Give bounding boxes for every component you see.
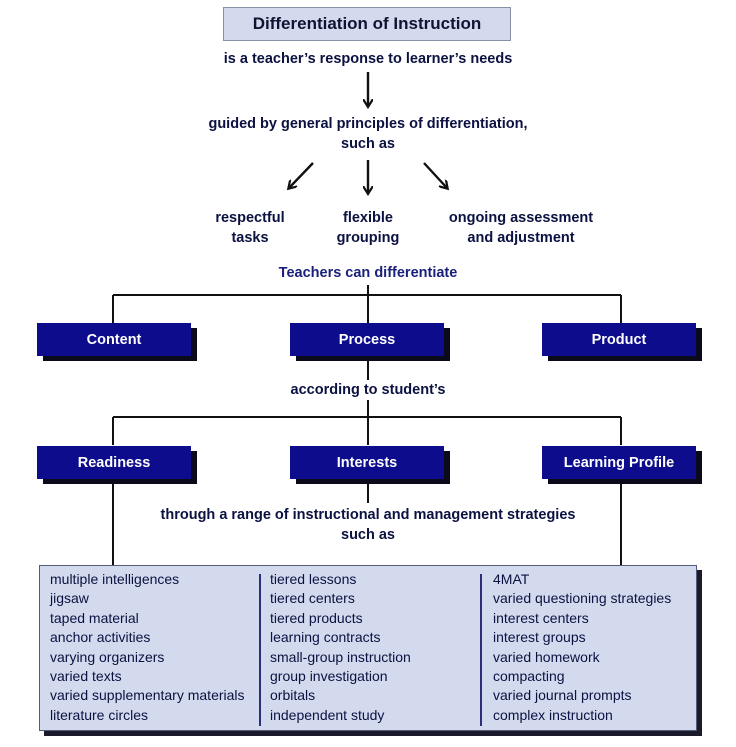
list-item: complex instruction [493,706,613,723]
differentiate-label: Teachers can differentiate [278,265,458,281]
principles-intro: guided by general principles of differen… [208,116,528,152]
list-item: group investigation [270,668,388,685]
list-item: small-group instruction [270,648,411,665]
list-item: tiered lessons [270,571,357,587]
box-process: Process [290,323,444,356]
list-item: varied homework [493,648,600,665]
box-interests: Interests [290,446,444,479]
list-item: varied journal prompts [493,687,632,704]
list-item: jigsaw [50,590,89,607]
list-item: varying organizers [50,648,165,665]
list-item: varied texts [50,668,122,685]
arrow-right [423,162,447,188]
list-item: compacting [493,668,565,685]
list-item: orbitals [270,687,316,704]
list-item: multiple intelligences [50,571,180,587]
list-item: interest centers [493,609,589,626]
according-label: according to student’s [268,380,468,400]
list-item: interest groups [493,629,586,646]
box-learning-profile: Learning Profile [542,446,696,479]
strategies-column-1: multiple intelligences jigsaw taped mate… [50,570,245,725]
box-product: Product [542,323,696,356]
list-item: learning contracts [270,629,381,646]
box-readiness: Readiness [37,446,191,479]
principle-flexible-grouping: flexible grouping [336,210,400,246]
strategies-intro: through a range of instructional and man… [120,505,616,545]
diagram-title: Differentiation of Instruction [223,7,511,41]
list-item: independent study [270,706,385,723]
list-item: taped material [50,609,139,626]
strategies-panel: multiple intelligences jigsaw taped mate… [39,565,697,731]
arrow-left [289,162,314,188]
list-item: literature circles [50,706,149,723]
list-item: anchor activities [50,629,151,646]
list-item: tiered centers [270,590,355,607]
principle-ongoing-assessment: ongoing assessment and adjustment [448,210,594,246]
list-item: tiered products [270,609,363,626]
strategies-column-3: 4MAT varied questioning strategies inter… [493,570,671,725]
definition-text: is a teacher’s response to learner’s nee… [223,51,513,67]
column-divider [480,574,482,726]
column-divider [259,574,261,726]
list-item: 4MAT [493,571,530,587]
strategies-column-2: tiered lessons tiered centers tiered pro… [270,570,411,725]
principle-respectful-tasks: respectful tasks [215,210,285,246]
list-item: varied supplementary materials [50,687,245,704]
list-item: varied questioning strategies [493,590,672,607]
box-content: Content [37,323,191,356]
